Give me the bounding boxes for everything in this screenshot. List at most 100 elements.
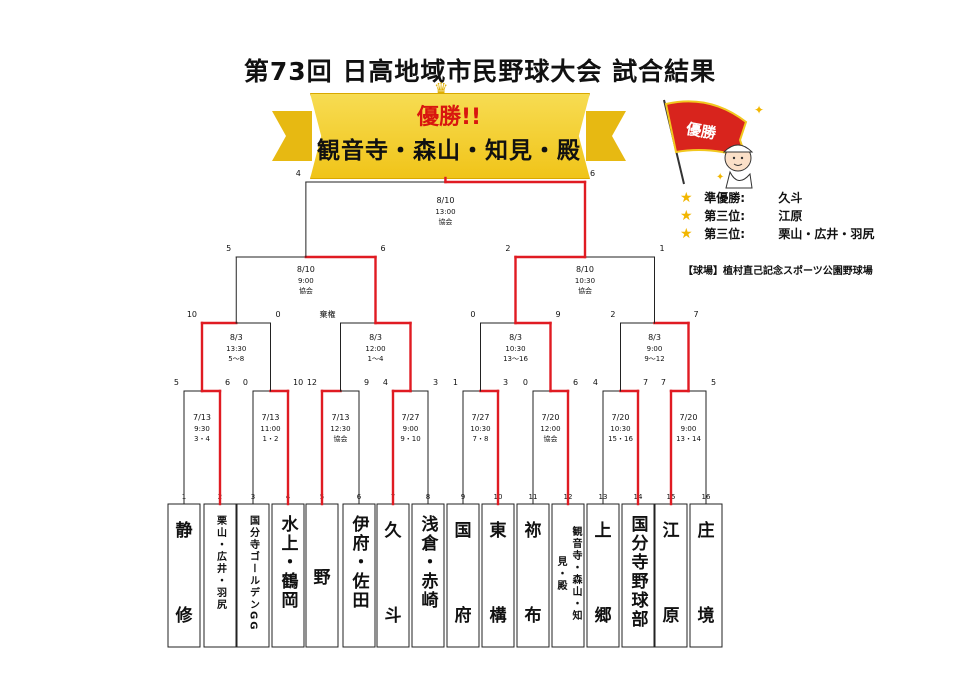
round1-match-score-right: 3 [433,378,438,387]
team-name: 祢布 [518,516,548,626]
round1-match-score-left: 12 [307,378,317,387]
round2-match-date: 8/3 [648,333,661,342]
semifinal-match-score-left: 2 [505,244,510,253]
team-name-char: 東 [489,521,507,541]
round2-match-note: 5～8 [228,355,244,363]
final-match-date: 8/10 [436,196,454,205]
round2-match-note: 9～12 [644,355,664,363]
team-name-char: 国 [454,521,472,541]
semifinal-match-date: 8/10 [576,265,594,274]
round1-match-score-right: 9 [364,378,369,387]
svg-text:✦: ✦ [754,103,764,117]
team-name: 浅倉・赤崎 [417,515,438,610]
result-runner-up: ★ 準優勝: 久斗 [680,189,874,207]
round1-match-date: 7/27 [472,413,490,422]
round2-match-score-left: 2 [610,310,615,319]
round2-match-time: 9:00 [647,345,663,353]
team-name: 野 [313,568,331,588]
round1-match-time: 10:30 [470,425,490,433]
team-name-char: 祢 [524,521,542,541]
round1-match-note: 13・14 [676,435,701,443]
round1-match-score-left: 4 [593,378,598,387]
team-name: 栗山・広井・羽尻 [214,515,226,611]
round2-match-date: 8/3 [369,333,382,342]
team-name-char: 斗 [384,606,402,626]
round1-match-score-left: 0 [243,378,248,387]
round1-match-score-right: 10 [293,378,303,387]
round1-match-time: 12:30 [330,425,350,433]
round1-match-note: 3・4 [194,435,210,443]
round1-match-note: 1・2 [263,435,279,443]
round2-match-date: 8/3 [509,333,522,342]
round1-match-score-left: 0 [523,378,528,387]
round1-match-score-left: 4 [383,378,388,387]
round1-match-note: 協会 [334,434,348,443]
team-name: 久斗 [378,516,408,626]
team-name: 伊府・佐田 [348,515,369,610]
team-name-char: 郷 [594,606,612,626]
team-name: 静修 [169,516,199,626]
team-name-char: 構 [489,606,507,626]
team-name-char: 庄 [697,521,715,541]
round1-match-date: 7/20 [542,413,560,422]
round1-match-note: 15・16 [608,435,633,443]
round1-match-score-right: 6 [225,378,230,387]
result-value: 久斗 [778,191,803,205]
final-match-score-left: 4 [296,169,301,178]
semifinal-match-time: 10:30 [575,277,595,285]
team-name-char: 境 [697,606,715,626]
venue-note: 【球場】植村直己記念スポーツ公園野球場 [683,266,873,277]
banner-strip [310,93,590,179]
champion-label: 優勝!! [416,105,482,130]
team-name-char: 府 [454,606,472,626]
semifinal-match-score-right: 1 [660,244,665,253]
team-name-char: 静 [175,521,193,541]
semifinal-match-score-left: 5 [226,244,231,253]
result-value: 栗山・広井・羽尻 [778,227,875,241]
team-name: 観音寺・森山・知見・殿 [555,526,581,622]
round1-match-date: 7/13 [193,413,211,422]
round2-match-score-left: 10 [187,310,197,319]
team-name-char: 久 [384,521,402,541]
semifinal-match-score-right: 6 [381,244,386,253]
result-value: 江原 [778,209,803,223]
team-name: 国分寺ゴールデンGG [247,515,259,632]
results-list: ★ 準優勝: 久斗 ★ 第三位: 江原 ★ 第三位: 栗山・広井・羽尻 [680,189,874,243]
round2-match-note: 13～16 [503,355,528,363]
round1-match-time: 9:00 [403,425,419,433]
round1-match-score-right: 3 [503,378,508,387]
team-name-char: 上 [594,521,612,541]
semifinal-match-note: 協会 [578,286,592,295]
round1-match-time: 12:00 [540,425,560,433]
round1-match-note: 協会 [544,434,558,443]
final-match-score-right: 6 [590,169,595,178]
result-label: 第三位: [704,227,745,241]
page-title: 第73回 日高地域市民野球大会 試合結果 [243,57,717,86]
round2-match-score-right: 7 [694,310,699,319]
team-name: 上郷 [588,516,618,626]
round1-match-time: 9:00 [681,425,697,433]
mascot-flag-icon: 優勝 ✦ ✦ [663,99,764,189]
round2-match-score-right: 0 [276,310,281,319]
team-name: 国分寺野球部 [627,515,648,629]
result-label: 準優勝: [704,191,745,205]
round1-match-time: 10:30 [610,425,630,433]
round1-match-score-left: 5 [174,378,179,387]
team-name: 東構 [483,516,513,626]
team-name: 国府 [448,516,478,626]
round1-match-date: 7/13 [332,413,350,422]
team-name: 江原 [656,516,686,626]
team-name-char: 布 [524,606,542,626]
round2-match-score-right: 9 [556,310,561,319]
round1-match-note: 9・10 [400,435,420,443]
round1-match-score-left: 7 [661,378,666,387]
round1-match-time: 11:00 [260,425,280,433]
round1-match-note: 7・8 [473,435,489,443]
round2-match-time: 12:00 [365,345,385,353]
round1-match-score-left: 1 [453,378,458,387]
semifinal-match-note: 協会 [299,286,313,295]
star-icon: ★ [680,190,693,206]
team-name-char: 原 [662,606,680,626]
round2-match-time: 13:30 [226,345,246,353]
